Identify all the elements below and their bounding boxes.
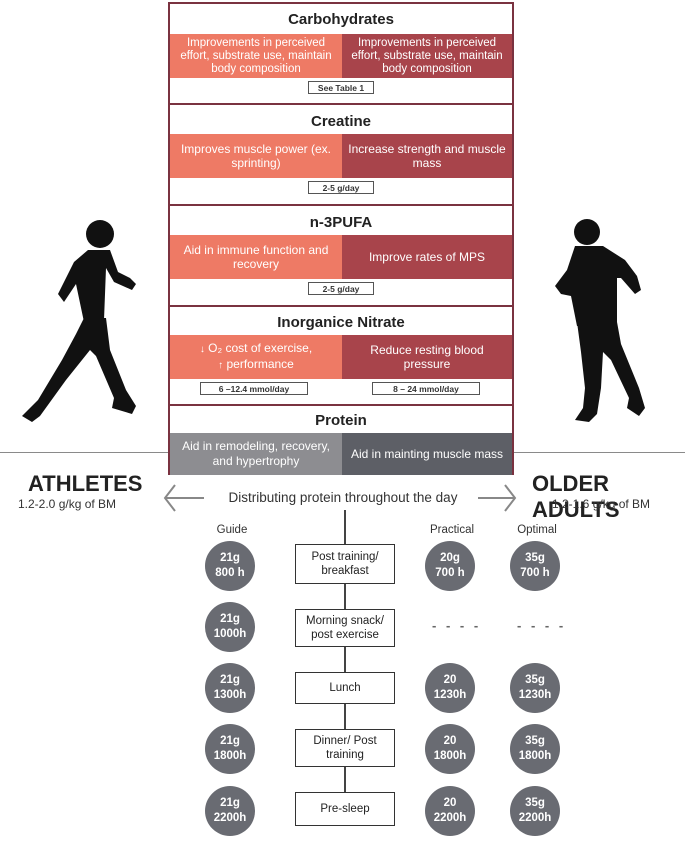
older-adult-runner-icon	[555, 219, 645, 422]
section-divider	[170, 305, 512, 307]
practical-dash: - - - -	[432, 618, 482, 633]
nitrate-athletes-line1: O₂ cost of exercise,	[208, 341, 313, 355]
athletes-dose: 1.2-2.0 g/kg of BM	[18, 497, 117, 511]
section-divider	[170, 103, 512, 105]
supplement-panel: Carbohydrates Improvements in perceived …	[168, 2, 514, 475]
n3pufa-title: n-3PUFA	[309, 214, 373, 231]
nitrate-older-dose-tag: 8 – 24 mmol/day	[372, 382, 480, 395]
timeline-line	[344, 510, 346, 544]
protein-section: Protein Aid in remodeling, recovery, and…	[170, 406, 512, 475]
meal-box: Lunch	[295, 672, 395, 704]
protein-title: Protein	[315, 412, 367, 429]
meal-box: Dinner/ Post training	[295, 729, 395, 767]
carbohydrates-older-cell: Improvements in perceived effort, substr…	[342, 34, 512, 78]
carbohydrates-title: Carbohydrates	[288, 11, 394, 28]
protein-athletes-cell: Aid in remodeling, recovery, and hypertr…	[170, 433, 342, 475]
arrow-down-icon: ↓	[199, 344, 205, 355]
creatine-athletes-cell: Improves muscle power (ex. sprinting)	[170, 134, 342, 178]
creatine-title: Creatine	[310, 113, 372, 130]
n3pufa-older-cell: Improve rates of MPS	[342, 235, 512, 279]
older-adults-title: OLDER ADULTS	[532, 471, 620, 522]
nitrate-title: Inorganice Nitrate	[277, 314, 405, 331]
n3pufa-dose-tag: 2-5 g/day	[308, 282, 374, 295]
meal-box: Pre-sleep	[295, 792, 395, 826]
nitrate-athletes-cell: ↓ O₂ cost of exercise, ↑ performance	[170, 335, 342, 379]
older-adults-dose: 1.2-1.6 g/kg of BM	[552, 497, 651, 511]
carbohydrates-dose-tag: See Table 1	[308, 81, 374, 94]
carbohydrates-section: Carbohydrates Improvements in perceived …	[170, 4, 512, 104]
n3pufa-athletes-cell: Aid in immune function and recovery	[170, 235, 342, 279]
timeline-line	[344, 584, 346, 610]
guide-column-header: Guide	[216, 524, 248, 536]
nitrate-athletes-line2: performance	[226, 357, 294, 371]
athletes-title: ATHLETES	[28, 471, 143, 496]
nitrate-section: Inorganice Nitrate ↓ O₂ cost of exercise…	[170, 307, 512, 405]
meal-box: Morning snack/ post exercise	[295, 609, 395, 647]
section-divider	[170, 204, 512, 206]
nitrate-athletes-dose-tag: 6 –12.4 mmol/day	[200, 382, 308, 395]
section-divider	[170, 404, 512, 406]
timeline-line	[344, 766, 346, 792]
creatine-older-cell: Increase strength and muscle mass	[342, 134, 512, 178]
double-arrow-icon	[163, 484, 517, 512]
arrow-up-icon: ↑	[218, 360, 224, 371]
timeline-line	[344, 646, 346, 672]
optimal-dash: - - - -	[517, 618, 567, 633]
timeline-line	[344, 704, 346, 730]
creatine-dose-tag: 2-5 g/day	[308, 181, 374, 194]
n3pufa-section: n-3PUFA Aid in immune function and recov…	[170, 206, 512, 306]
optimal-column-header: Optimal	[517, 524, 557, 536]
nitrate-older-cell: Reduce resting blood pressure	[342, 335, 512, 379]
practical-column-header: Practical	[429, 524, 475, 536]
athlete-runner-icon	[22, 220, 136, 422]
distribution-heading: Distributing protein throughout the day	[228, 490, 458, 505]
carbohydrates-athletes-cell: Improvements in perceived effort, substr…	[170, 34, 342, 78]
protein-older-cell: Aid in mainting muscle mass	[342, 433, 512, 475]
meal-box: Post training/ breakfast	[295, 544, 395, 584]
creatine-section: Creatine Improves muscle power (ex. spri…	[170, 105, 512, 205]
